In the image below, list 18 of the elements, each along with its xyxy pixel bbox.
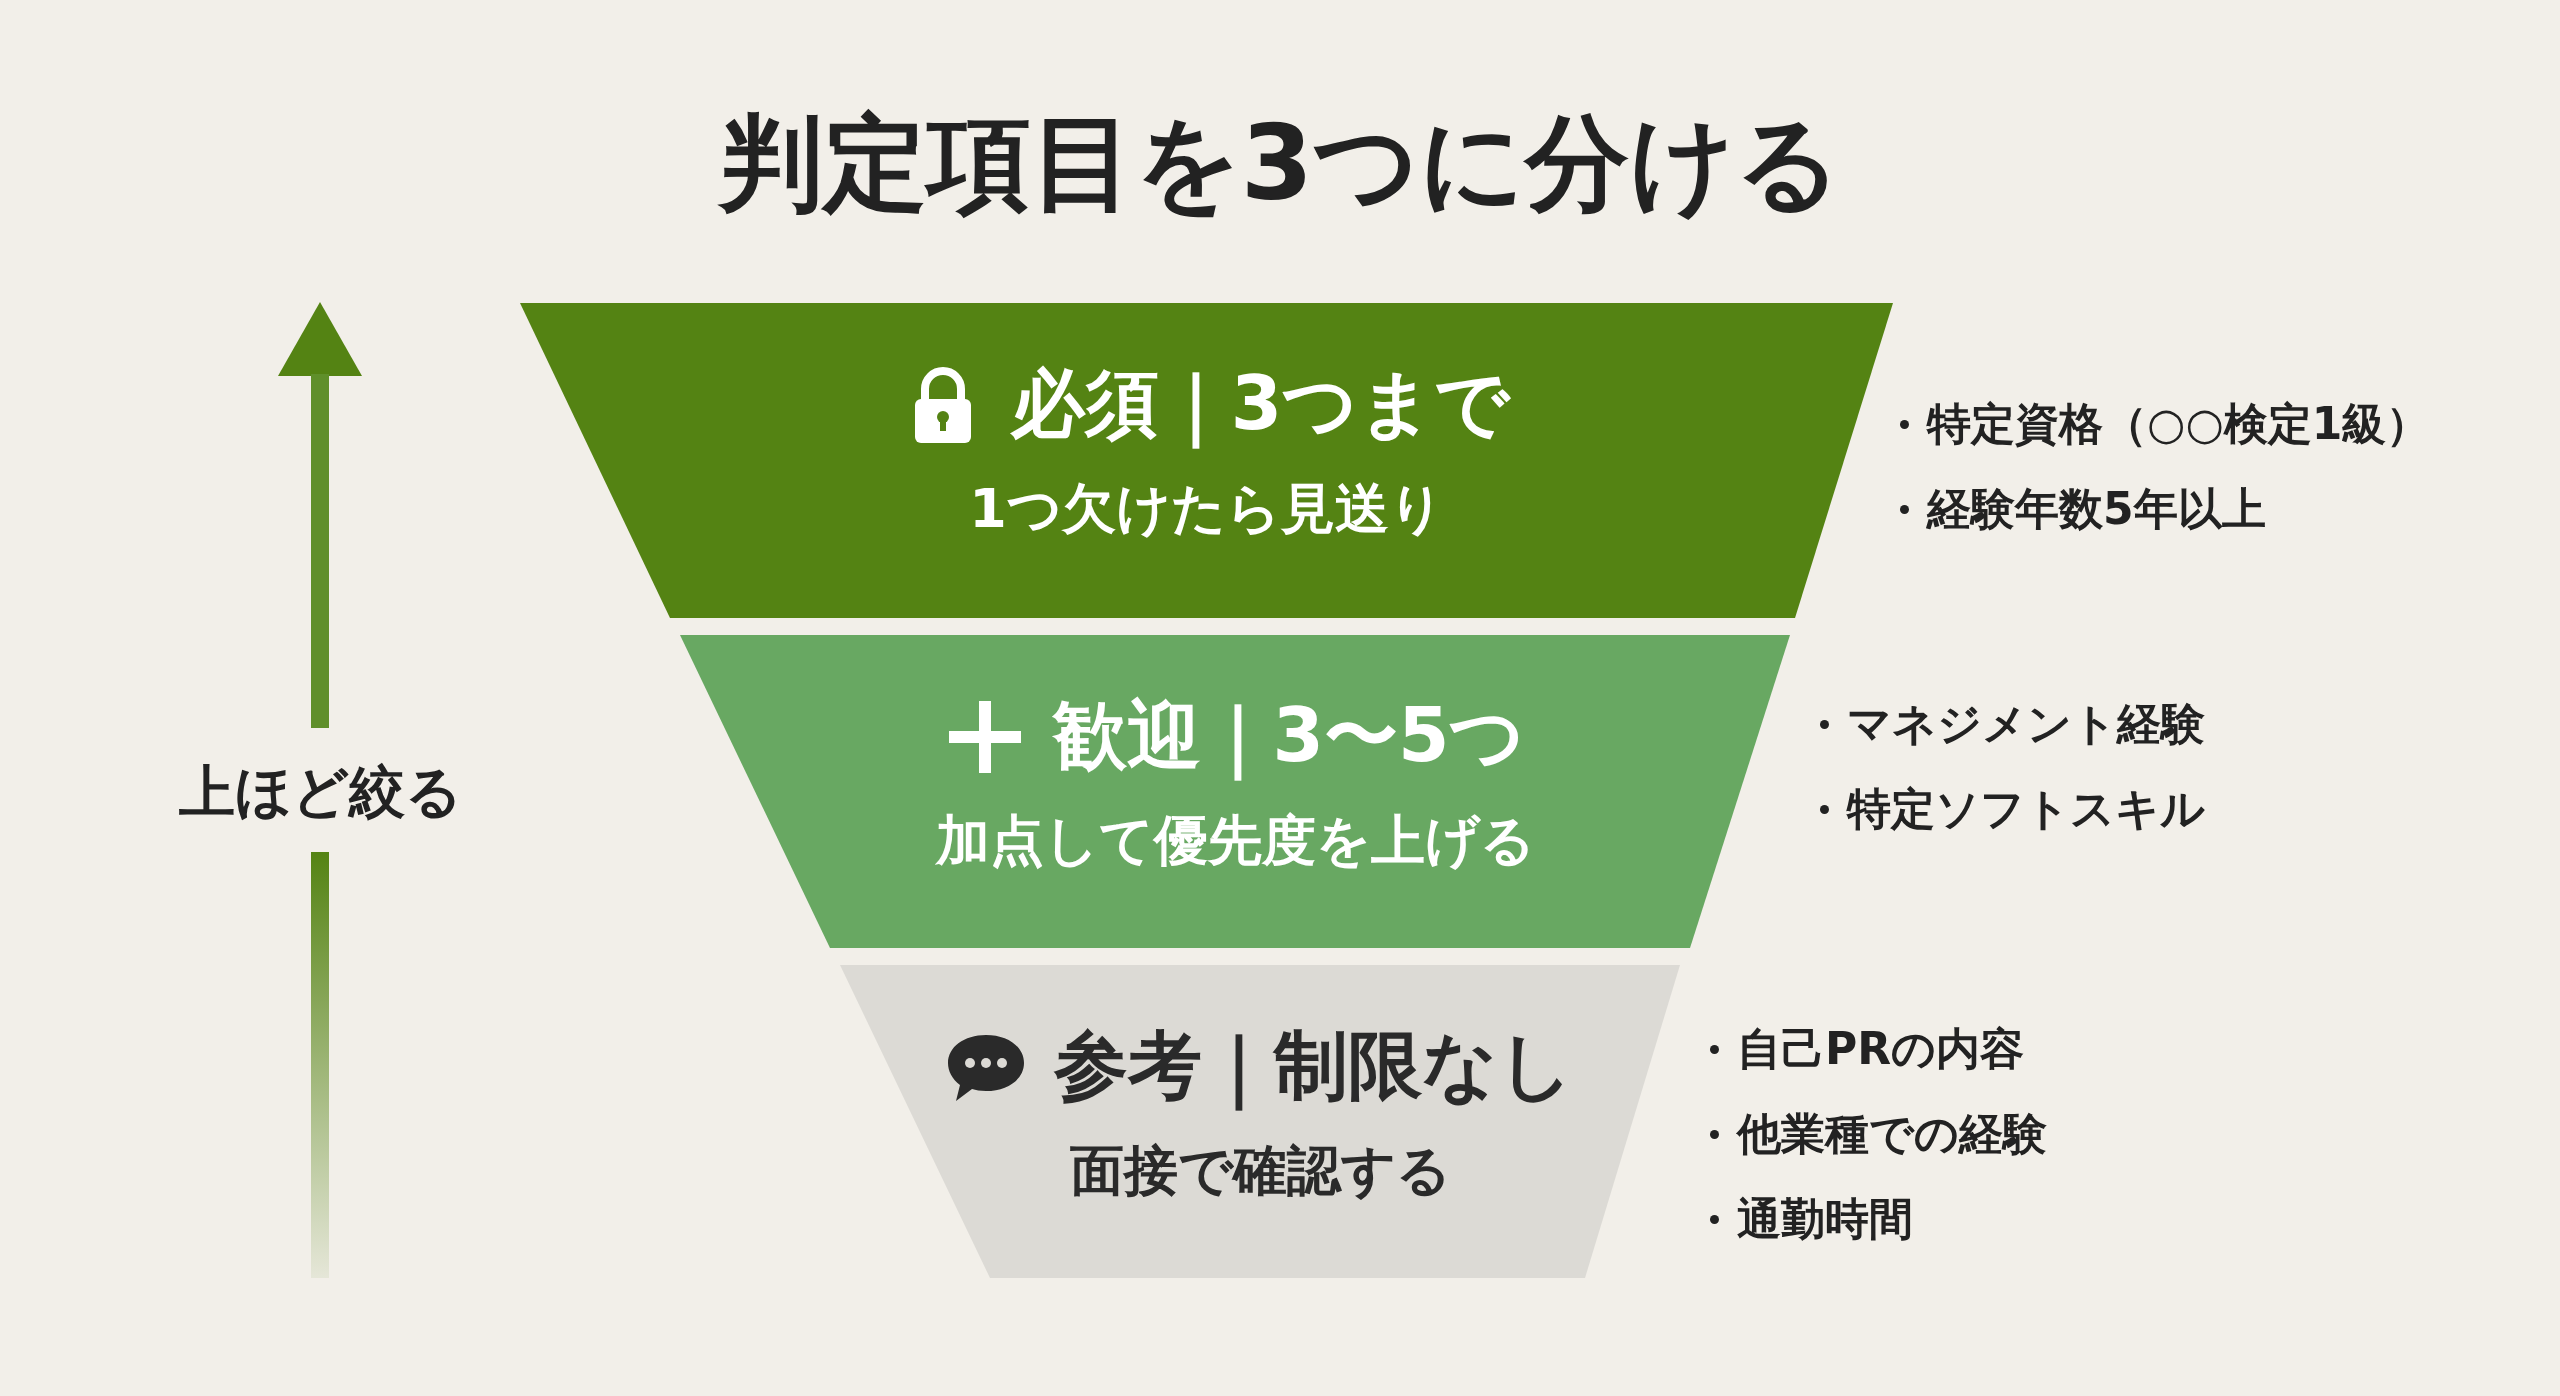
funnel-band xyxy=(680,635,1790,948)
list-item: 特定資格（○○検定1級） xyxy=(1927,397,2431,451)
list-item: マネジメント経験 xyxy=(1847,697,2205,751)
list-item: 通勤時間 xyxy=(1737,1192,1913,1246)
title: 判定項目を3つに分ける xyxy=(716,101,1843,226)
tier-description: 加点して優先度を上げる xyxy=(934,808,1536,874)
funnel-band xyxy=(840,965,1680,1278)
list-item: 他業種での経験 xyxy=(1737,1107,2047,1161)
tier-heading: 参考｜制限なし xyxy=(1054,1017,1574,1117)
tier-description: 1つ欠けたら見送り xyxy=(968,476,1445,542)
tier-description: 面接で確認する xyxy=(1068,1138,1452,1204)
list-item: 自己PRの内容 xyxy=(1737,1022,2025,1076)
tier-heading: 必須｜3つまで xyxy=(1010,355,1511,455)
funnel-band xyxy=(520,303,1893,618)
tier-heading: 歓迎｜3〜5つ xyxy=(1052,687,1526,787)
list-item: 経験年数5年以上 xyxy=(1927,482,2266,536)
axis-label: 上ほど絞る xyxy=(177,758,463,826)
list-item: 特定ソフトスキル xyxy=(1847,782,2205,836)
